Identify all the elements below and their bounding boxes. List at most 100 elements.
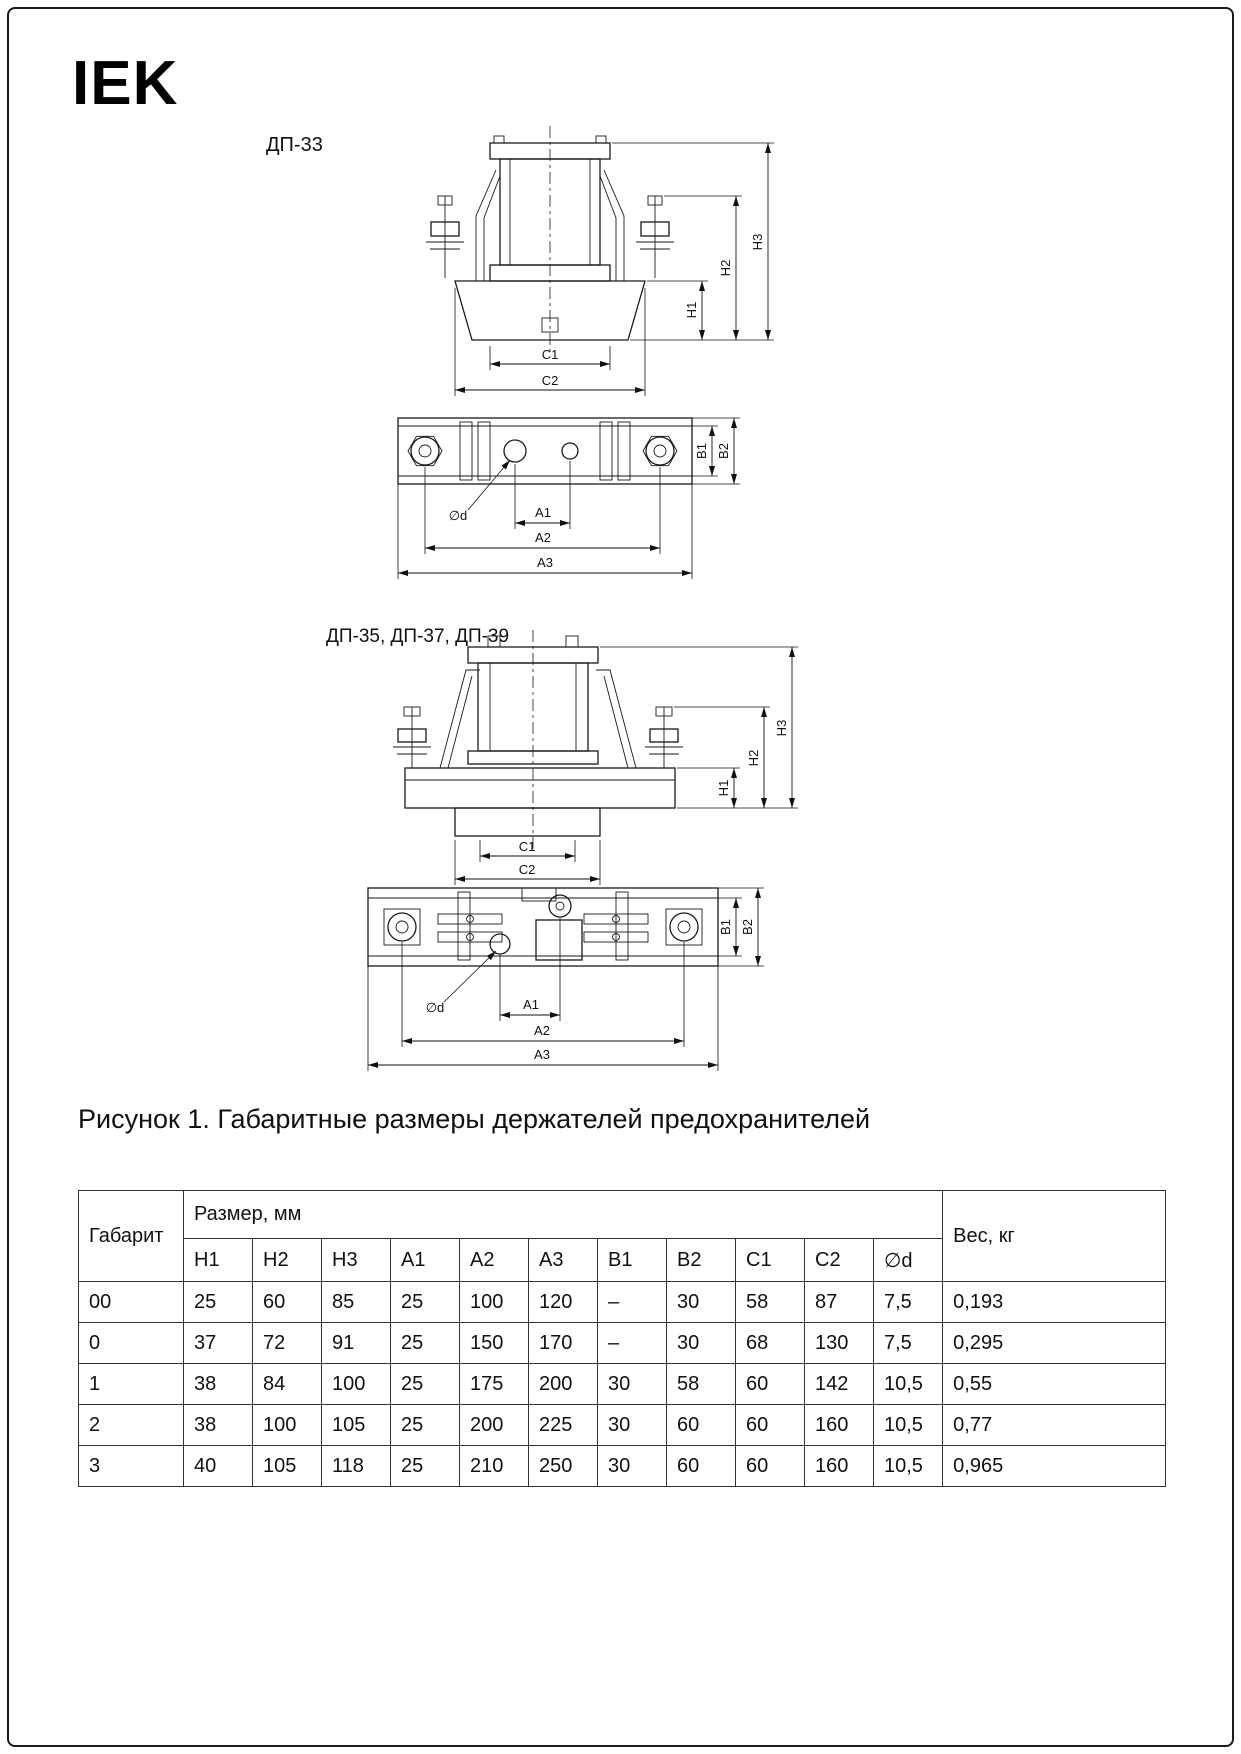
col-header-c1: C1 <box>735 1238 805 1282</box>
col-header-a3: A3 <box>528 1238 598 1282</box>
cell-value: 85 <box>321 1281 391 1323</box>
spring-clamps <box>475 169 625 281</box>
dimension-b2: B2 <box>692 417 740 485</box>
cell-weight: 0,55 <box>942 1363 1166 1405</box>
mounting-hole-d <box>503 439 527 463</box>
cell-value: 175 <box>459 1363 529 1405</box>
terminal-right <box>642 435 678 467</box>
cell-value: 10,5 <box>872 1404 944 1446</box>
dim-label-b1: B1 <box>718 919 733 935</box>
dim-label-c1: C1 <box>542 347 559 362</box>
fuse-clip-left <box>459 421 491 481</box>
cell-value: 118 <box>321 1445 391 1487</box>
cell-value: 60 <box>666 1445 736 1487</box>
col-header-h2: H2 <box>252 1238 322 1282</box>
cell-weight: 0,77 <box>942 1404 1166 1446</box>
cell-value: 30 <box>597 1404 667 1446</box>
dimension-b2: B2 <box>718 887 764 967</box>
dim-label-h3: H3 <box>774 720 789 737</box>
terminal-left <box>383 908 421 946</box>
dimension-c2: C2 <box>454 840 601 885</box>
col-header-b1: B1 <box>597 1238 667 1282</box>
col-header-weight: Вес, кг <box>942 1190 1166 1282</box>
cell-value: 25 <box>390 1445 460 1487</box>
cell-value: 225 <box>528 1404 598 1446</box>
dimension-d: ∅d <box>449 459 511 523</box>
dim-label-a1: A1 <box>535 505 551 520</box>
cell-value: 91 <box>321 1322 391 1364</box>
dim-label-b2: B2 <box>716 443 731 459</box>
mounting-hole-d <box>489 933 511 955</box>
cell-value: 25 <box>390 1322 460 1364</box>
cell-weight: 0,193 <box>942 1281 1166 1323</box>
cell-value: 150 <box>459 1322 529 1364</box>
cell-value: 68 <box>735 1322 805 1364</box>
cell-value: 60 <box>735 1404 805 1446</box>
drawing2-title: ДП-35, ДП-37, ДП-39 <box>326 626 510 647</box>
dimension-a1: A1 <box>499 918 561 1021</box>
base-plate <box>397 417 693 485</box>
figure-caption: Рисунок 1. Габаритные размеры держателей… <box>78 1104 871 1134</box>
fuse-body <box>467 635 599 765</box>
dimension-a3: A3 <box>397 484 693 579</box>
dimension-h1: H1 <box>630 280 774 341</box>
cell-value: 30 <box>666 1322 736 1364</box>
dimension-h1: H1 <box>677 767 798 809</box>
cell-value: 10,5 <box>872 1445 944 1487</box>
dp-33-drawing: H1 H2 H3 C1 C2 <box>397 126 774 579</box>
cell-value: 142 <box>804 1363 874 1405</box>
cell-weight: 0,965 <box>942 1445 1166 1487</box>
dimension-a3: A3 <box>367 966 719 1071</box>
cell-value: 105 <box>252 1445 322 1487</box>
cell-gabarit: 2 <box>78 1404 184 1446</box>
cell-value: – <box>597 1281 667 1323</box>
dim-label-a2: A2 <box>535 530 551 545</box>
cell-gabarit: 1 <box>78 1363 184 1405</box>
cell-value: 60 <box>666 1404 736 1446</box>
cell-value: 60 <box>735 1363 805 1405</box>
dimension-b1: B1 <box>718 897 742 957</box>
cell-value: 210 <box>459 1445 529 1487</box>
col-header-a2: A2 <box>459 1238 529 1282</box>
dim-label-h2: H2 <box>746 750 761 767</box>
cell-value: 25 <box>390 1404 460 1446</box>
cell-value: 100 <box>321 1363 391 1405</box>
col-header-h3: H3 <box>321 1238 391 1282</box>
cell-value: 40 <box>183 1445 253 1487</box>
cell-value: 25 <box>183 1281 253 1323</box>
col-header-gabarit: Габарит <box>78 1190 184 1282</box>
cell-value: 160 <box>804 1445 874 1487</box>
cell-value: 200 <box>459 1404 529 1446</box>
col-header-b2: B2 <box>666 1238 736 1282</box>
table-row: 3 40 105 118 25 210 250 30 60 60 160 10,… <box>78 1445 1166 1487</box>
col-header-a1: A1 <box>390 1238 460 1282</box>
dim-label-h3: H3 <box>750 234 765 251</box>
dimension-h2: H2 <box>664 195 742 340</box>
cell-value: 60 <box>735 1445 805 1487</box>
table-row: 1 38 84 100 25 175 200 30 58 60 142 10,5… <box>78 1363 1166 1405</box>
cell-value: 200 <box>528 1363 598 1405</box>
dim-label-b1: B1 <box>694 443 709 459</box>
dimension-d: ∅d <box>426 950 497 1015</box>
cell-value: 160 <box>804 1404 874 1446</box>
cell-value: 7,5 <box>872 1322 944 1364</box>
mounting-base <box>404 767 676 837</box>
dim-label-a3: A3 <box>534 1047 550 1062</box>
dimension-c2: C2 <box>454 288 646 396</box>
table-row: 2 38 100 105 25 200 225 30 60 60 160 10,… <box>78 1404 1166 1446</box>
cell-value: 100 <box>459 1281 529 1323</box>
cell-value: 84 <box>252 1363 322 1405</box>
dimension-b1: B1 <box>692 425 718 477</box>
dp35-front-view: H1 H2 H3 C1 C2 <box>393 630 798 885</box>
cell-value: 30 <box>597 1363 667 1405</box>
bolt-right <box>645 706 683 768</box>
col-header-c2: C2 <box>804 1238 874 1282</box>
cell-value: 250 <box>528 1445 598 1487</box>
cell-gabarit: 0 <box>78 1322 184 1364</box>
dim-label-h1: H1 <box>684 302 699 319</box>
table-row: 00 25 60 85 25 100 120 – 30 58 87 7,5 0,… <box>78 1281 1166 1323</box>
dp33-top-view: B1 B2 ∅d A1 A2 <box>397 417 740 579</box>
col-header-h1: H1 <box>183 1238 253 1282</box>
cell-value: 60 <box>252 1281 322 1323</box>
cell-value: 25 <box>390 1363 460 1405</box>
